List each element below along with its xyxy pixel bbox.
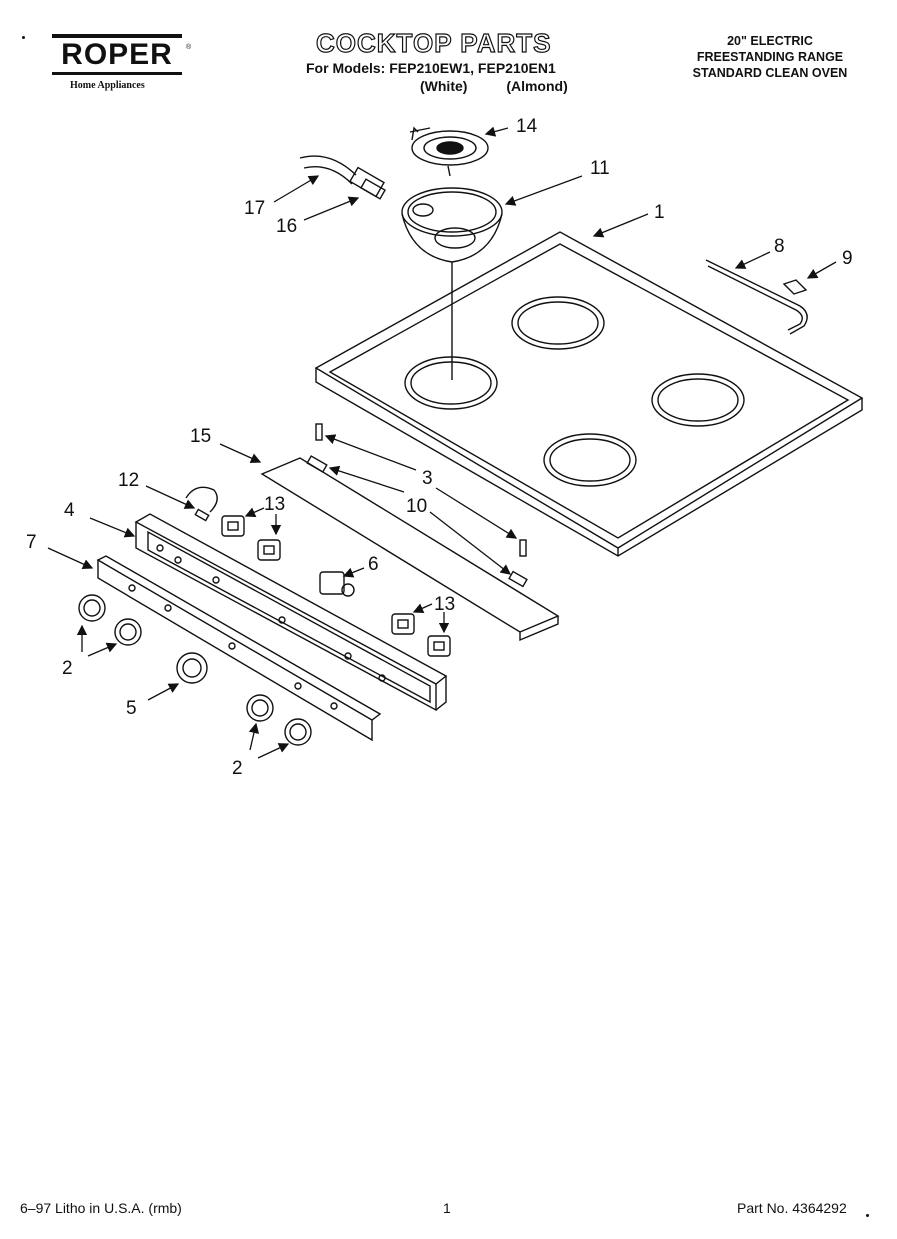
burner-opening-right-front [543,433,637,487]
leader-5 [147,683,180,701]
burner-opening-left-rear [511,296,605,350]
leader-8 [734,251,771,269]
leader-10b [429,511,512,575]
pin-icon [315,423,527,557]
control-panel-icon [134,513,448,712]
leader-2d [257,743,290,759]
leader-10a [328,465,405,493]
callout-5: 5 [126,698,137,719]
burner-opening-right-rear [651,373,745,427]
callout-3: 3 [422,468,433,489]
trademark-mark: ® [186,44,192,51]
leader-1 [592,213,649,238]
selector-switch-icon [319,571,355,597]
callout-8: 8 [774,236,785,257]
burner-opening-left-front [404,356,498,410]
footer-litho: 6–97 Litho in U.S.A. (rmb) [20,1200,182,1216]
terminal-block-icon [299,155,386,200]
leader-3a [324,434,417,471]
page-title: COCKTOP PARTS [315,27,552,58]
overlay-panel-icon [96,555,382,742]
callout-7: 7 [26,532,37,553]
leader-3b [435,487,518,539]
roper-logo: ROPER [61,38,173,71]
leader-17 [273,175,320,203]
clip-icon [782,279,808,295]
corner-mark [22,36,25,39]
leader-9 [806,261,837,279]
cooktop-main-top [314,231,864,557]
leader-2c [248,722,260,751]
drip-bowl-icon [401,187,503,380]
leader-12 [145,485,196,509]
leader-6 [342,567,365,578]
trim-strip-icon [260,455,560,642]
leader-14 [484,126,509,137]
callout-14: 14 [516,116,538,137]
callout-10: 10 [406,496,427,517]
callout-12: 12 [118,470,139,491]
corner-mark-bottom [866,1214,869,1217]
models-line: For Models: FEP210EW1, FEP210EN1 [306,60,556,76]
leader-15 [219,443,262,464]
surface-element-icon [409,126,489,177]
callout-13-lower: 13 [434,594,455,615]
callout-15: 15 [190,426,211,447]
infinite-switch-icon [221,515,451,657]
leader-7 [47,547,94,569]
callout-17: 17 [244,198,265,219]
callout-4: 4 [64,500,75,521]
callout-2-left: 2 [62,658,73,679]
callout-9: 9 [842,248,853,269]
callout-6: 6 [368,554,379,575]
vent-tube-icon [705,259,808,335]
leader-2b [87,642,118,657]
knob-icon [78,594,312,746]
leader-13a [244,507,265,518]
leader-16 [303,196,360,221]
leader-4 [89,517,136,538]
spec-line-1: 20" ELECTRIC [727,34,813,48]
wire-harness-icon [185,486,218,522]
callout-1: 1 [654,202,665,223]
logo-bar-top [52,34,182,38]
leader-13c [412,603,433,614]
leader-11 [504,175,583,206]
callout-13-upper: 13 [264,494,285,515]
callout-16: 16 [276,216,297,237]
part-number: Part No. 4364292 [737,1200,847,1216]
logo-bar-bottom [52,72,182,75]
callout-11: 11 [590,158,610,179]
brand-tagline: Home Appliances [70,80,145,91]
spec-line-3: STANDARD CLEAN OVEN [692,66,848,80]
colors-line: (White) (Almond) [420,78,568,94]
page-number: 1 [443,1200,451,1216]
callout-2-right: 2 [232,758,243,779]
spec-line-2: FREESTANDING RANGE [696,50,844,64]
